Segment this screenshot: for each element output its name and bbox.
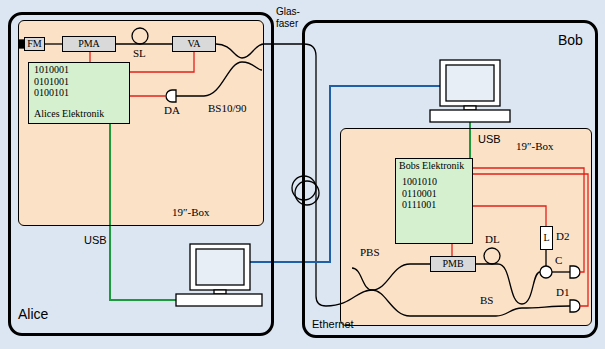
cable-label: Glas- faser — [276, 6, 306, 29]
monitor-screen — [446, 65, 494, 101]
part-label: SL — [133, 47, 146, 60]
part-label: D1 — [556, 286, 569, 299]
coupler-fiber — [522, 306, 570, 308]
laser-box: L — [540, 226, 553, 250]
detector-symbol — [570, 300, 580, 312]
computer-base — [430, 110, 510, 122]
part-label: PBS — [360, 246, 380, 259]
detector-symbol — [570, 266, 580, 278]
cable-label: USB — [84, 234, 107, 247]
circulator-symbol — [540, 266, 552, 278]
fiber-connector — [45, 43, 62, 44]
signal-wire — [473, 206, 546, 226]
node-text: 1010001 0101001 0100101 — [34, 64, 74, 99]
electronics-box: Bobs Elektronik 1001010 0110001 0111001 — [395, 158, 473, 244]
detector-symbol — [166, 90, 176, 102]
node-text: Bobs Elektronik — [399, 160, 464, 172]
part-label: BS — [480, 294, 493, 307]
node-text: 19″-Box — [172, 206, 210, 219]
node-text: Alice — [18, 306, 48, 322]
component-box: PMA — [62, 36, 116, 52]
cable-label: USB — [478, 133, 501, 146]
signal-wire — [473, 174, 588, 306]
fiber-connector — [116, 43, 172, 44]
fiber — [552, 271, 570, 272]
delay-loop — [484, 248, 500, 264]
region-box: Bob 19″-BoxBobs Elektronik 1001010 0110001… — [302, 20, 598, 338]
computer-base — [176, 294, 262, 306]
part-label: D2 — [556, 230, 569, 243]
signal-wire — [89, 52, 90, 62]
signal-wire — [473, 168, 584, 272]
fiber-spool — [295, 181, 319, 205]
rack-fill — [340, 128, 592, 326]
region-box: Alice 19″-Box FM PMA VA 1010001 0101001 01001… — [8, 12, 274, 336]
node-text: PMB — [442, 258, 463, 270]
node-text: 19″-Box — [516, 140, 554, 153]
coupler-fiber — [496, 308, 522, 316]
fiber — [545, 250, 546, 266]
node-text: VA — [187, 38, 200, 50]
signal-wire — [130, 95, 166, 96]
node-text: PMA — [78, 38, 100, 50]
node-text: 1001010 0110001 0111001 — [402, 176, 442, 211]
component-box: VA — [172, 36, 216, 52]
coupler-fiber — [176, 62, 262, 96]
part-label: C — [555, 254, 562, 267]
signal-wire — [451, 244, 452, 256]
usb-cable — [110, 124, 176, 300]
rack-box: 19″-BoxBobs Elektronik 1001010 0110001 01… — [340, 128, 592, 326]
node-text: FM — [27, 38, 41, 50]
component-box: FM — [24, 37, 45, 51]
component-box: PMB — [430, 256, 476, 272]
node-text: L — [543, 232, 549, 244]
part-label: BS10/90 — [208, 102, 247, 115]
coupler-fiber — [522, 272, 540, 304]
fiber-loop — [132, 28, 148, 44]
coupler-fiber — [352, 268, 496, 316]
part-label: DA — [164, 104, 180, 117]
electronics-box: 1010001 0101001 0100101Alices Elektronik — [28, 62, 130, 124]
node-text: Alices Elektronik — [34, 108, 104, 120]
monitor — [440, 60, 500, 106]
part-label: DL — [485, 233, 500, 246]
cable-label: Ethernet — [312, 318, 354, 331]
rack-fill — [18, 20, 264, 226]
coupler-fiber — [216, 44, 264, 58]
node-text: Bob — [558, 32, 583, 48]
monitor — [190, 244, 250, 290]
monitor-screen — [196, 249, 244, 285]
coupler-fiber — [326, 264, 430, 306]
